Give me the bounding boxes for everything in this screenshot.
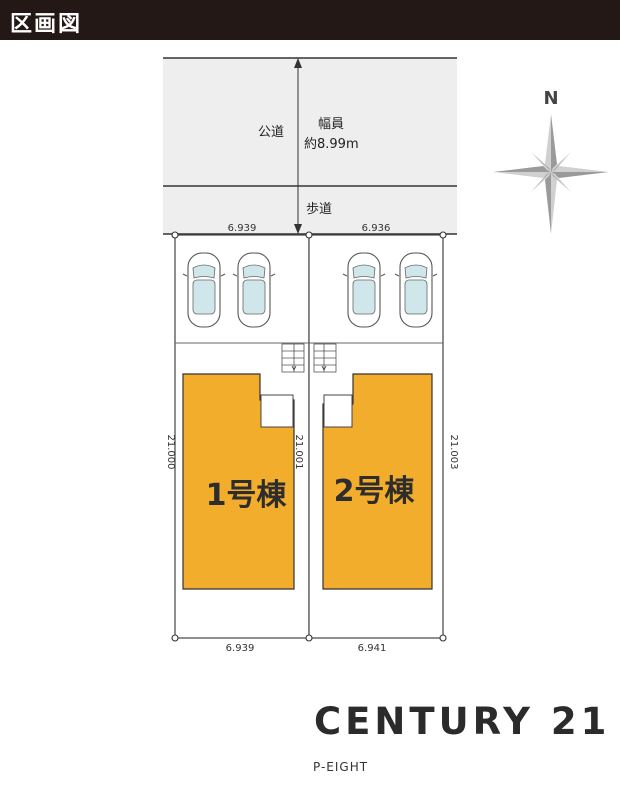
dimension-middle: 21.001 <box>293 435 304 470</box>
compass-north-label: N <box>543 88 558 109</box>
building-2-label: 2号棟 <box>334 474 416 509</box>
page-title: 区画図 <box>10 11 83 37</box>
dimension-left: 21.000 <box>165 435 176 470</box>
road-label: 公道 <box>258 125 284 140</box>
building-1-entrance <box>260 394 294 428</box>
sidewalk <box>163 187 457 234</box>
dimension-bottom-left: 6.939 <box>226 643 255 654</box>
century21-logo: CENTURY 21 P-EIGHT <box>300 692 608 788</box>
building-1 <box>182 373 295 590</box>
logo-brand: CENTURY 21 <box>314 700 611 743</box>
building-2-entrance <box>323 394 353 428</box>
dimension-top-left: 6.939 <box>228 223 257 234</box>
road-width-value: 約8.99m <box>304 137 359 152</box>
building-2 <box>322 373 433 590</box>
building-1-label: 1号棟 <box>206 478 288 513</box>
sidewalk-label: 歩道 <box>306 202 332 217</box>
public-road <box>163 58 457 186</box>
header-bar: 区画図 <box>0 0 620 40</box>
compass-icon <box>493 114 609 234</box>
corner-markers <box>171 231 447 642</box>
road-width-label: 幅員 <box>318 117 344 132</box>
entry-steps <box>281 343 337 373</box>
dimension-right: 21.003 <box>448 435 459 470</box>
dimension-top-right: 6.936 <box>362 223 391 234</box>
logo-office: P-EIGHT <box>313 760 369 774</box>
dimension-bottom-right: 6.941 <box>358 643 387 654</box>
